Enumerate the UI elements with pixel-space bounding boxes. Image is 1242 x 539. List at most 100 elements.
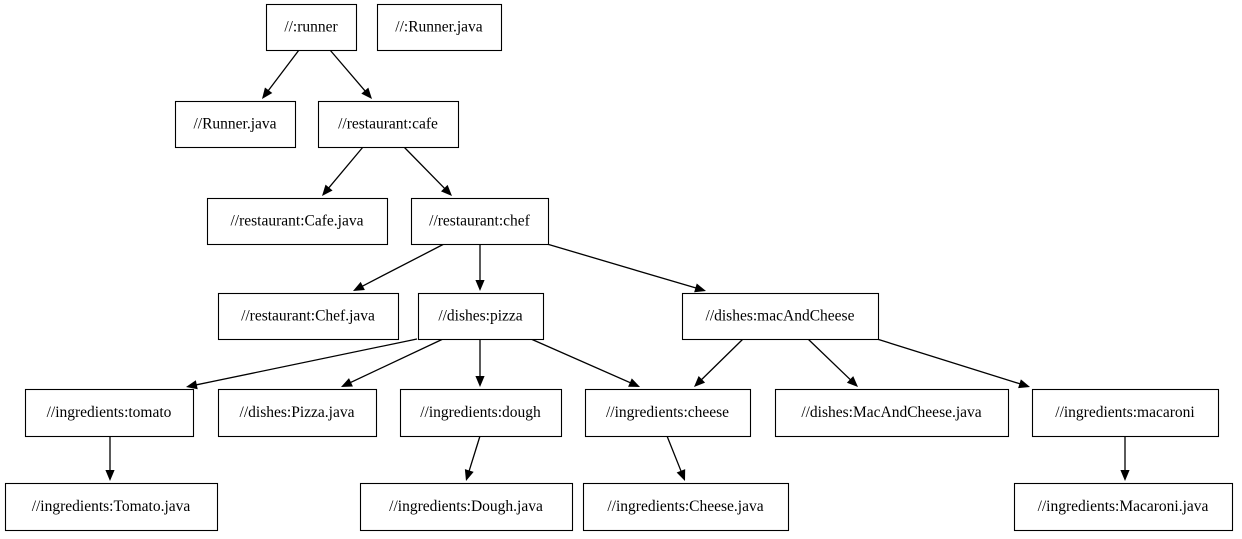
graph-node-restaurant_cafe[interactable]: //restaurant:cafe <box>317 100 460 149</box>
graph-edge <box>876 338 1030 389</box>
arrowhead-icon <box>464 469 474 481</box>
arrowhead-icon <box>441 184 452 196</box>
node-label: //dishes:macAndCheese <box>706 308 855 325</box>
node-label: //dishes:pizza <box>438 308 522 325</box>
node-box[interactable] <box>1013 482 1234 532</box>
graph-node-ingredients_tomato[interactable]: //ingredients:tomato <box>24 388 195 438</box>
graph-edge <box>464 435 481 481</box>
edge-line <box>329 49 367 93</box>
graph-edge <box>666 435 686 481</box>
graph-node-dishes_pizza[interactable]: //dishes:pizza <box>417 292 545 341</box>
graph-node-dishes_macAndCheese[interactable]: //dishes:macAndCheese <box>681 292 880 341</box>
node-label: //ingredients:tomato <box>47 404 172 421</box>
graph-edge <box>807 338 858 387</box>
node-box[interactable] <box>4 482 219 532</box>
graph-edge <box>530 338 640 387</box>
graph-edge <box>546 243 706 293</box>
graph-edge <box>475 339 485 387</box>
node-box[interactable] <box>376 3 503 52</box>
node-box[interactable] <box>217 388 378 438</box>
node-label: //ingredients:macaroni <box>1055 404 1195 421</box>
node-label: //ingredients:Tomato.java <box>32 498 191 515</box>
graph-node-ingredients_Macaroni_java[interactable]: //ingredients:Macaroni.java <box>1013 482 1234 532</box>
edge-layer <box>105 49 1130 481</box>
arrowhead-icon <box>361 87 372 99</box>
node-box[interactable] <box>417 292 545 341</box>
graph-node-dishes_Pizza_java[interactable]: //dishes:Pizza.java <box>217 388 378 438</box>
node-box[interactable] <box>174 100 297 149</box>
graph-edge <box>322 146 364 196</box>
graph-node-dishes_MacAndCheese_java[interactable]: //dishes:MacAndCheese.java <box>774 388 1010 438</box>
edge-line <box>361 243 445 288</box>
graph-edge <box>353 243 445 291</box>
graph-node-Runner_java[interactable]: //Runner.java <box>174 100 297 149</box>
edge-line <box>700 338 744 381</box>
graph-edge <box>186 338 418 390</box>
arrowhead-icon <box>105 470 115 481</box>
edge-line <box>403 146 446 190</box>
graph-node-restaurant_Cafe_java[interactable]: //restaurant:Cafe.java <box>206 197 389 246</box>
node-box[interactable] <box>206 197 389 246</box>
arrowhead-icon <box>676 469 686 481</box>
graph-node-ingredients_Cheese_java[interactable]: //ingredients:Cheese.java <box>582 482 790 532</box>
graph-edge <box>1120 436 1130 481</box>
arrowhead-icon <box>1018 379 1030 389</box>
arrowhead-icon <box>186 380 198 390</box>
edge-line <box>530 338 632 384</box>
arrowhead-icon <box>1120 470 1130 481</box>
node-box[interactable] <box>681 292 880 341</box>
edge-line <box>195 338 418 386</box>
edge-line <box>327 146 364 190</box>
graph-node-restaurant_chef[interactable]: //restaurant:chef <box>410 197 550 246</box>
graph-node-ingredients_Dough_java[interactable]: //ingredients:Dough.java <box>359 482 574 532</box>
graph-edge <box>694 338 744 387</box>
graph-edge <box>475 244 485 291</box>
graph-node-root_Runner_java[interactable]: //:Runner.java <box>376 3 503 52</box>
graph-node-ingredients_cheese[interactable]: //ingredients:cheese <box>584 388 752 438</box>
edge-line <box>267 49 300 92</box>
edge-line <box>807 338 852 381</box>
node-label: //ingredients:Cheese.java <box>607 498 763 515</box>
arrowhead-icon <box>475 376 485 387</box>
node-box[interactable] <box>410 197 550 246</box>
node-box[interactable] <box>217 292 400 341</box>
node-label: //restaurant:chef <box>429 213 531 230</box>
node-box[interactable] <box>582 482 790 532</box>
edge-line <box>876 338 1022 385</box>
node-label: //restaurant:cafe <box>338 116 438 133</box>
edge-line <box>666 435 683 473</box>
node-label: //dishes:Pizza.java <box>240 404 355 421</box>
node-box[interactable] <box>399 388 563 438</box>
node-label: //ingredients:cheese <box>606 404 729 421</box>
node-box[interactable] <box>317 100 460 149</box>
node-box[interactable] <box>1031 388 1220 438</box>
arrowhead-icon <box>322 184 333 196</box>
graph-node-restaurant_Chef_java[interactable]: //restaurant:Chef.java <box>217 292 400 341</box>
node-box[interactable] <box>584 388 752 438</box>
graph-node-ingredients_Tomato_java[interactable]: //ingredients:Tomato.java <box>4 482 219 532</box>
graph-node-ingredients_dough[interactable]: //ingredients:dough <box>399 388 563 438</box>
arrowhead-icon <box>694 283 706 293</box>
arrowhead-icon <box>694 376 706 387</box>
node-layer: //:runner //:Runner.java //Runner.java //re… <box>4 3 1234 532</box>
node-label: //ingredients:dough <box>420 404 541 421</box>
arrowhead-icon <box>341 378 353 387</box>
node-box[interactable] <box>265 3 358 52</box>
edge-line <box>546 243 698 289</box>
graph-node-runner[interactable]: //:runner <box>265 3 358 52</box>
node-box[interactable] <box>359 482 574 532</box>
arrowhead-icon <box>628 378 640 387</box>
node-box[interactable] <box>24 388 195 438</box>
node-label: //Runner.java <box>193 116 276 133</box>
arrowhead-icon <box>846 376 858 387</box>
node-label: //restaurant:Cafe.java <box>231 213 364 230</box>
node-label: //ingredients:Macaroni.java <box>1038 498 1209 515</box>
graph-edge <box>341 338 444 387</box>
node-label: //:Runner.java <box>395 19 483 36</box>
arrowhead-icon <box>353 281 365 291</box>
node-box[interactable] <box>774 388 1010 438</box>
node-label: //restaurant:Chef.java <box>241 308 375 325</box>
graph-node-ingredients_macaroni[interactable]: //ingredients:macaroni <box>1031 388 1220 438</box>
